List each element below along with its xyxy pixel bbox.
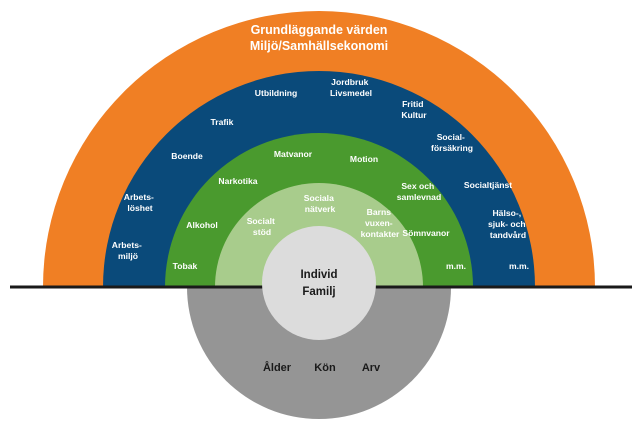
green-label-matvanor: Matvanor — [274, 149, 313, 159]
green-ring-labels: Tobak Alkohol Narkotika Matvanor Motion … — [173, 149, 466, 271]
blue-label-socialtjanst: Socialtjänst — [464, 180, 512, 190]
bottom-label-alder: Ålder — [263, 361, 292, 374]
green-label-alkohol: Alkohol — [186, 220, 218, 230]
light-label-barns-vuxenkontakter: Barns vuxen- kontakter — [361, 207, 400, 239]
green-label-tobak: Tobak — [173, 261, 198, 271]
blue-label-boende: Boende — [171, 151, 203, 161]
blue-label-arbetsmiljo: Arbets- miljö — [112, 240, 144, 261]
green-label-motion: Motion — [350, 154, 378, 164]
outer-title-line1: Grundläggande värden — [251, 23, 388, 37]
green-label-sex-och-samlevnad: Sex och samlevnad — [397, 181, 441, 202]
green-label-somnvanor: Sömnvanor — [402, 228, 450, 238]
individual-core-circle — [262, 226, 376, 340]
green-label-narkotika: Narkotika — [218, 176, 257, 186]
blue-ring-labels: Arbets- miljö Arbets- löshet Boende Traf… — [112, 77, 529, 271]
light-label-sociala-natverk: Sociala nätverk — [304, 193, 337, 214]
blue-label-mm: m.m. — [509, 261, 529, 271]
core-label-familj: Familj — [302, 286, 335, 298]
blue-label-halso-sjuk-tandvard: Hälso-, sjuk- och tandvård — [488, 208, 528, 240]
light-label-socialt-stod: Socialt stöd — [247, 216, 278, 237]
outer-title-line2: Miljö/Samhällsekonomi — [250, 39, 388, 53]
blue-label-arbetsloshet: Arbets- löshet — [124, 192, 156, 213]
blue-label-trafik: Trafik — [211, 117, 234, 127]
core-label-individ: Individ — [300, 269, 337, 281]
genetic-factors-half-disc — [187, 287, 451, 419]
bottom-label-arv: Arv — [362, 362, 381, 374]
light-green-ring-labels: Socialt stöd Sociala nätverk Barns vuxen… — [247, 193, 400, 239]
blue-label-socialforsakring: Social- försäkring — [431, 132, 473, 153]
green-label-mm: m.m. — [446, 261, 466, 271]
blue-label-fritid: Fritid Kultur — [401, 99, 427, 120]
bottom-label-kon: Kön — [314, 362, 336, 374]
blue-label-utbildning: Utbildning — [255, 88, 297, 98]
blue-label-jordbruk: Jordbruk Livsmedel — [330, 77, 372, 98]
